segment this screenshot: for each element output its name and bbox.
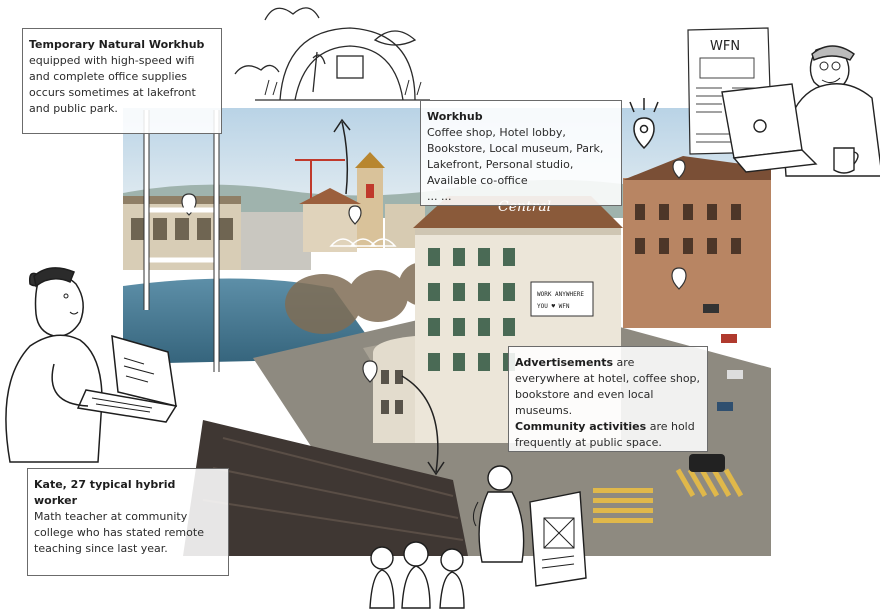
mini-domes [329,238,397,247]
clock-tower [357,168,383,248]
arrow-icon [333,118,351,195]
natural-workhub-callout: Temporary Natural Workhub equipped with … [22,28,222,134]
ads-bold-label: Advertisements [515,356,614,369]
community-bold-label: Community activities [515,420,647,433]
ads-text: are everywhere at hotel, coffee shop, bo… [515,356,701,417]
location-pin-icon [629,98,659,150]
community-text: are hold frequently at public space. [515,420,695,449]
person-sketch-icon [369,465,587,609]
crane [295,159,345,203]
person-sketch-icon [5,267,178,463]
building-banner [530,281,594,317]
foreground-roof [183,420,468,556]
workhub-ellipsis: ... ... [427,190,452,203]
workhub-title: Workhub [427,110,483,123]
newspaper-title: WFN [710,39,740,54]
natural-workhub-body: equipped with high-speed wifi and comple… [29,54,196,115]
workhub-callout: Workhub Coffee shop, Hotel lobby, Bookst… [420,100,622,206]
workhub-body: Coffee shop, Hotel lobby, Bookstore, Loc… [427,126,604,187]
cars [689,304,743,472]
ads-community-callout: Advertisements are everywhere at hotel, … [508,346,708,452]
natural-workhub-title: Temporary Natural Workhub [29,38,205,51]
dome-icon [234,7,430,101]
window-frame-sketch [143,110,220,372]
banner-line-1: WORK ANYWHERE [537,291,584,298]
right-buildings [623,178,771,328]
persona-title: Kate, 27 typical hybrid worker [34,478,176,507]
persona-body: Math teacher at community college who ha… [34,510,204,555]
arrow-icon [401,375,445,476]
crosswalk [593,468,744,523]
person-sketch-icon [721,45,880,177]
glass-hall [241,212,311,270]
banner-line-2: YOU ♥ WFN [537,303,570,310]
persona-callout: Kate, 27 typical hybrid worker Math teac… [27,468,229,576]
